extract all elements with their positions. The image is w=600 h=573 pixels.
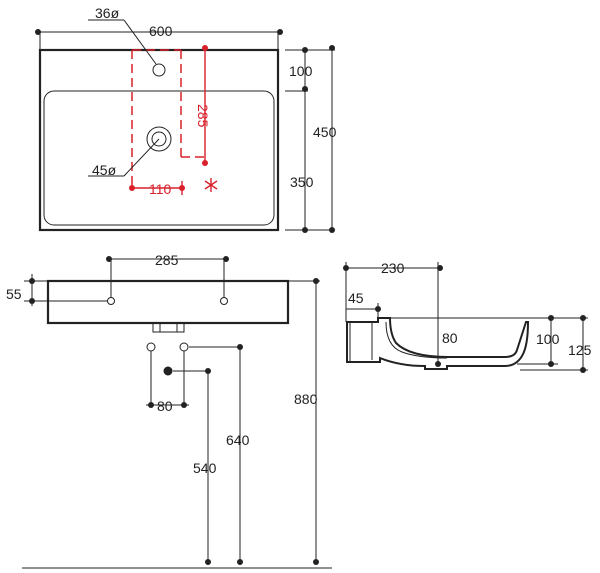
label-880: 880: [294, 391, 318, 407]
waste-spigot: [152, 323, 185, 333]
label-350: 350: [290, 174, 314, 190]
label-waste-hole: 45ø: [92, 162, 117, 178]
label-600: 600: [149, 23, 173, 39]
label-55: 55: [6, 286, 22, 302]
top-view: 600 36ø 45ø 285 110 100 450 350: [35, 5, 337, 233]
bowl-outline-top: [43, 90, 275, 226]
label-540: 540: [193, 460, 217, 476]
supply-point-left: [146, 342, 156, 352]
tap-hole: [152, 63, 166, 77]
supply-point-right: [179, 342, 189, 352]
label-450: 450: [313, 124, 337, 140]
basin-section-inner: [385, 321, 448, 359]
red-service-zone: [129, 45, 218, 195]
basin-section-outer: [346, 317, 530, 370]
waste-hole-outer: [146, 126, 172, 152]
waste-hole-inner: [151, 131, 167, 147]
basin-outline-front: [46, 279, 290, 325]
label-125: 125: [568, 342, 592, 358]
bracket-hole-left: [107, 297, 115, 305]
label-285-front: 285: [155, 252, 179, 268]
label-100-top: 100: [289, 63, 313, 79]
front-view: 285 55 80 640 540 880: [6, 252, 332, 569]
bracket-hole-right: [220, 297, 228, 305]
label-45: 45: [348, 290, 364, 306]
label-80-front: 80: [157, 398, 173, 414]
side-view: 230 45 80 100 125: [343, 260, 592, 373]
label-230: 230: [381, 260, 405, 276]
basin-outline-top: [38, 48, 280, 232]
label-80-side: 80: [442, 330, 458, 346]
label-100-side: 100: [536, 331, 560, 347]
waste-point: [163, 366, 173, 376]
label-110-red: 110: [149, 181, 172, 197]
label-285-red: 285: [195, 104, 211, 128]
label-tap-hole: 36ø: [95, 5, 120, 21]
asterisk-marker: [204, 178, 218, 192]
label-640: 640: [226, 432, 250, 448]
